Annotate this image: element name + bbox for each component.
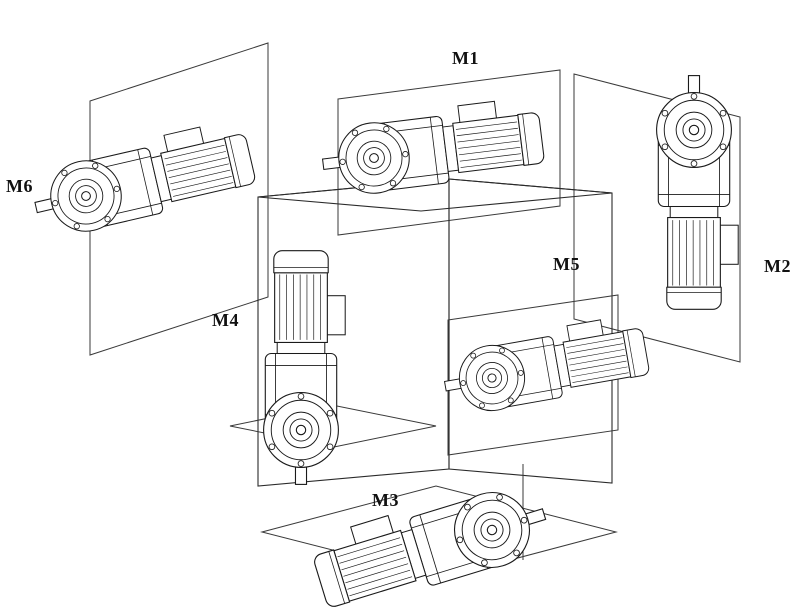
panel-m5 — [447, 294, 619, 456]
position-label-m2: M2 — [764, 256, 791, 276]
cube-right-face — [448, 178, 613, 484]
position-label-m3: M3 — [372, 490, 399, 510]
gearmotor-m5-drawing — [438, 312, 652, 419]
panel-m6 — [89, 42, 269, 356]
gearmotor-m4-drawing — [263, 250, 346, 485]
position-label-m1: M1 — [452, 48, 479, 68]
position-label-m5: M5 — [553, 254, 580, 274]
gearmotor-m3-drawing — [307, 471, 556, 613]
position-label-m4: M4 — [212, 310, 239, 330]
gearmotor-m1-drawing — [317, 95, 547, 200]
position-label-m6: M6 — [6, 176, 33, 196]
gearmotor-m6-drawing — [26, 116, 259, 243]
gearmotor-m2-drawing — [656, 75, 739, 310]
